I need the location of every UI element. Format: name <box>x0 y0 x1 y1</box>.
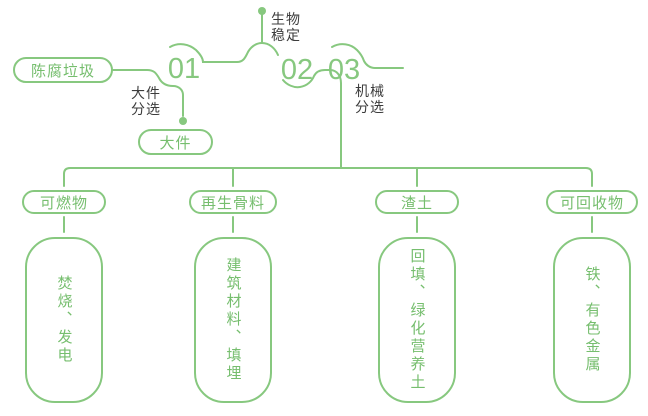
source-label: 陈腐垃圾 <box>30 62 95 80</box>
product-box-recycled-aggregate: 建筑材料、填埋 <box>194 237 272 403</box>
large-item-label: 大件 <box>159 134 192 152</box>
product-text: 焚烧、发电 <box>55 275 73 365</box>
arc-stage1-top <box>169 43 238 63</box>
product-text: 建筑材料、填埋 <box>224 257 242 383</box>
stage2-label: 生物稳定 <box>271 11 301 43</box>
product-text: 回填、绿化营养土 <box>408 248 426 392</box>
stage2-number: 02 <box>280 54 314 86</box>
stage1-label: 大件分选 <box>131 85 161 117</box>
stage3-number: 03 <box>327 54 361 86</box>
line-stage2-to-distribution <box>282 69 342 169</box>
product-box-slag-soil: 回填、绿化营养土 <box>378 237 456 403</box>
arc-stage2-left <box>236 41 279 63</box>
category-pill-recyclables: 可回收物 <box>546 190 638 214</box>
timeline-dot-bio <box>258 7 266 15</box>
timeline-dot-large-item <box>179 117 187 125</box>
arc-stage3-top <box>331 43 404 69</box>
product-box-combustibles: 焚烧、发电 <box>25 237 103 403</box>
category-pill-slag-soil: 渣土 <box>375 190 459 214</box>
source-pill: 陈腐垃圾 <box>13 57 113 83</box>
product-text: 铁、有色金属 <box>583 266 601 374</box>
large-item-pill: 大件 <box>138 129 213 155</box>
category-pill-combustibles: 可燃物 <box>22 190 106 214</box>
stage3-label: 机械分选 <box>355 83 385 115</box>
category-connectors <box>63 216 593 233</box>
line-source-to-stage1 <box>112 69 184 117</box>
product-box-recyclables: 铁、有色金属 <box>553 237 631 403</box>
category-pill-recycled-aggregate: 再生骨料 <box>189 190 277 214</box>
distribution-bar <box>63 167 593 187</box>
stage1-number: 01 <box>167 53 201 85</box>
